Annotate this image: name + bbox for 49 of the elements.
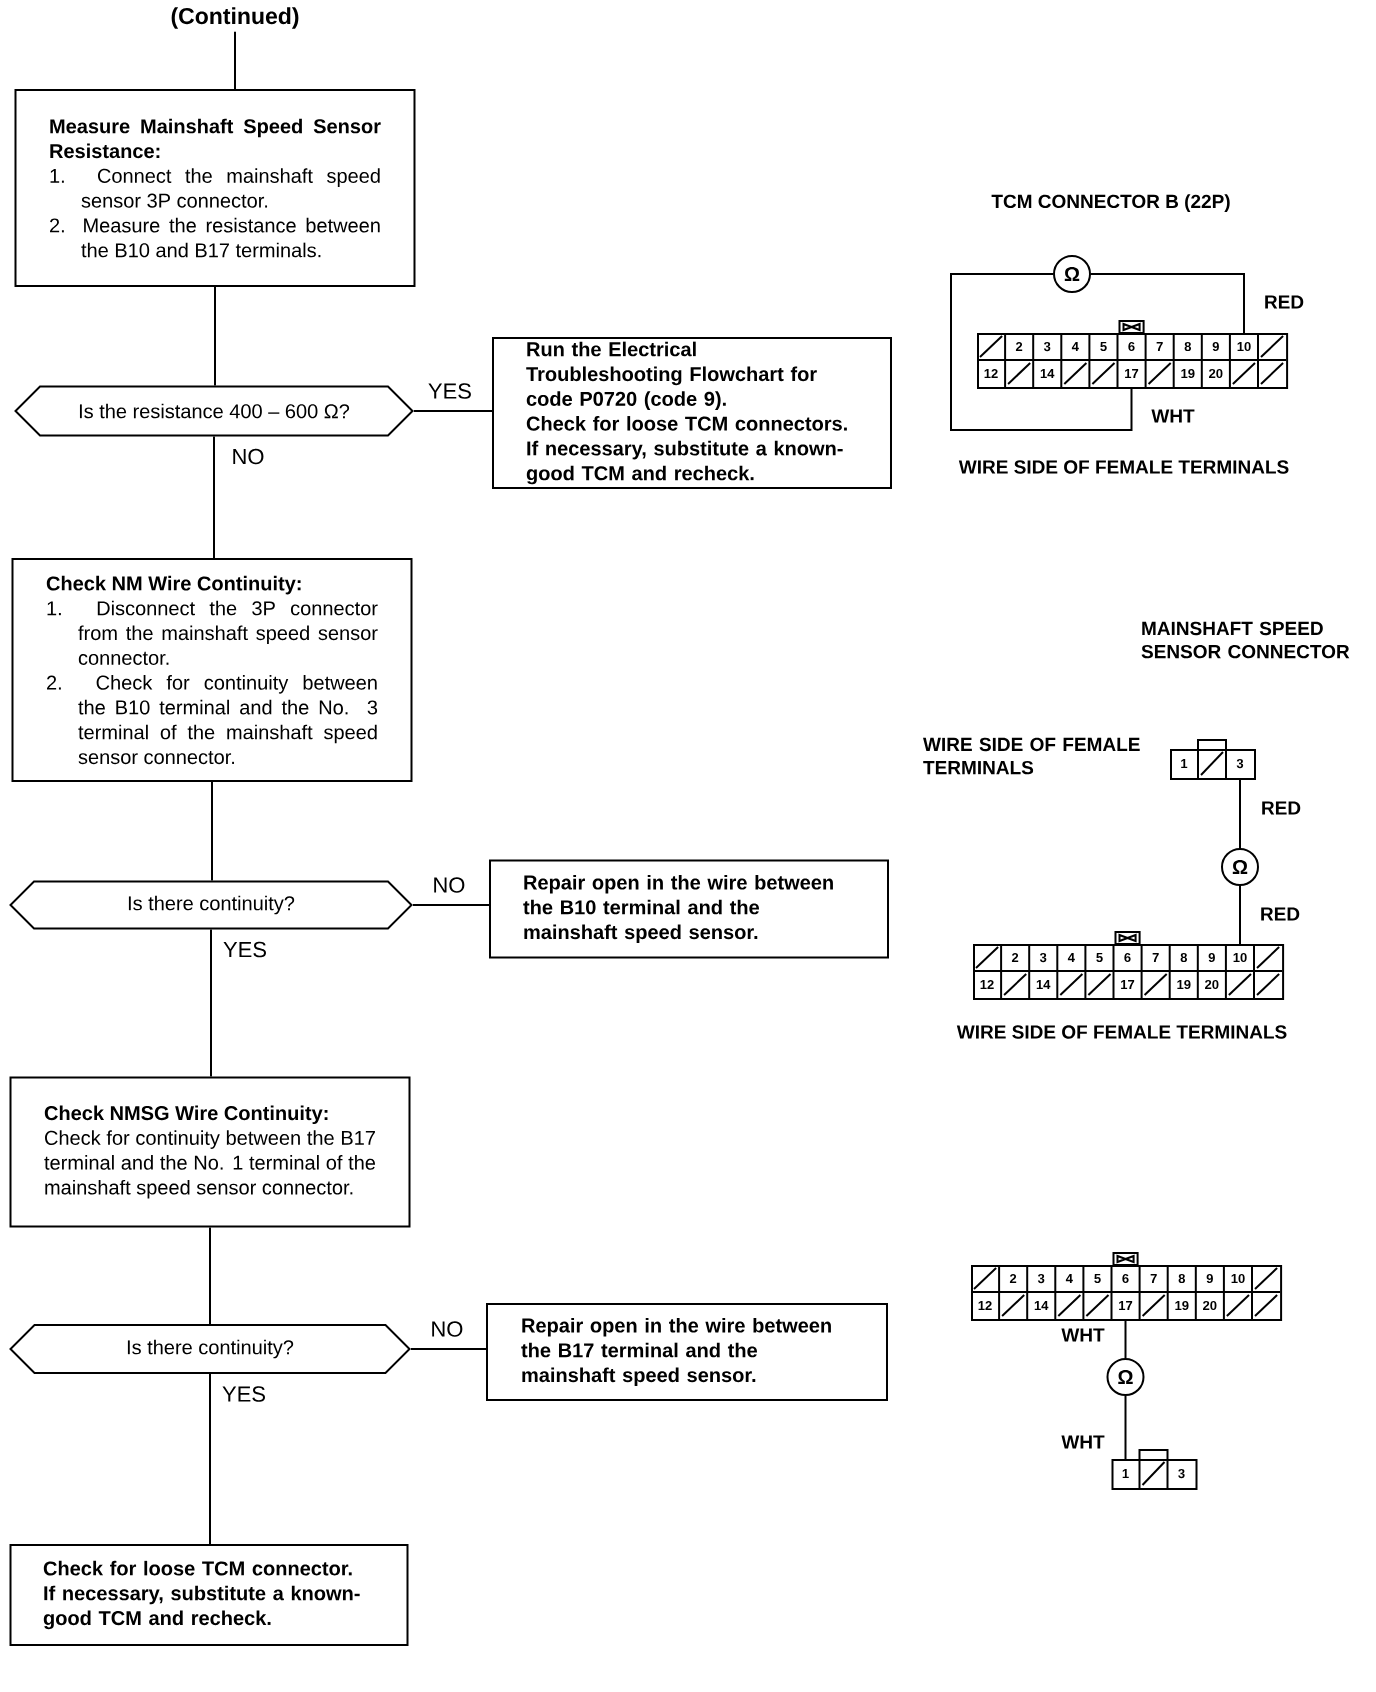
connector-line (209, 1226, 211, 1325)
edge-label: NO (428, 1319, 466, 1339)
connector-line (209, 1373, 211, 1545)
decision-hexagon: Is there continuity? (9, 1324, 411, 1374)
wire-color-label: WHT (1061, 1435, 1105, 1449)
process-box: Check NM Wire Continuity: 1. Disconnect the 3P connector from the mainshaft speed sensor connector. 2. Check for continuity between the B10 terminal and the No. 3 terminal of the mainshaft speed sensor connector. (11, 558, 413, 782)
wire-color-label: WHT (1061, 1328, 1105, 1342)
wire-color-label: RED (1261, 907, 1300, 921)
connector-line (214, 286, 216, 387)
wire (1090, 273, 1245, 334)
connector-title: MAINSHAFT SPEED SENSOR CONNECTOR (1141, 621, 1350, 659)
wire (950, 273, 1133, 431)
connector-line (412, 410, 493, 412)
connector-drawing: 2 3 4 5 6 7 8 9 10 12 14 17 19 20 (976, 320, 1289, 389)
connector-drawing: 1 3 (1111, 1449, 1198, 1490)
process-box: Repair open in the wire between the B17 terminal and the mainshaft speed sensor. (486, 1303, 888, 1401)
decision-hexagon: Is there continuity? (9, 880, 413, 930)
view-caption: WIRE SIDE OF FEMALE TERMINALS (958, 460, 1289, 474)
wire (1239, 779, 1241, 849)
view-caption: WIRE SIDE OF FEMALE TERMINALS (923, 737, 1140, 775)
connector-drawing: 1 3 (1170, 739, 1256, 780)
connector-title: TCM CONNECTOR B (22P) (991, 194, 1230, 212)
edge-label: YES (220, 1384, 268, 1404)
edge-label: NO (229, 446, 267, 467)
wire (1124, 1395, 1127, 1460)
wire (1239, 885, 1241, 945)
connector-drawing: 2 3 4 5 6 7 8 9 10 12 14 17 19 20 (970, 1252, 1283, 1321)
process-box: Run the Electrical Troubleshooting Flowchart for code P0720 (code 9). Check for loose TCM connectors. If necessary, substitute a known-good TCM and recheck. (492, 337, 892, 489)
continuation-text: (Continued) (171, 7, 299, 29)
wire-color-label: WHT (1151, 409, 1195, 423)
view-caption: WIRE SIDE OF FEMALE TERMINALS (956, 1025, 1287, 1039)
wire-color-label: RED (1265, 295, 1304, 309)
connector-line (409, 1348, 487, 1350)
connector-line (411, 904, 490, 906)
process-box: Check NMSG Wire Continuity: Check for continuity between the B17 terminal and the No. 1 terminal of the mainshaft speed sensor connector. (9, 1076, 411, 1228)
connector-drawing: 2 3 4 5 6 7 8 9 10 12 14 17 19 20 (972, 931, 1285, 1000)
wire-color-label: RED (1262, 801, 1301, 815)
connector-line (210, 928, 212, 1078)
connector-line (211, 781, 213, 882)
connector-line (213, 435, 215, 559)
decision-hexagon: Is the resistance 400 – 600 Ω? (14, 385, 414, 437)
process-box: Repair open in the wire between the B10 terminal and the mainshaft speed sensor. (489, 859, 889, 959)
connector-line (234, 30, 236, 90)
edge-label: NO (430, 875, 468, 895)
process-box: Measure Mainshaft Speed Sensor Resistance: 1. Connect the mainshaft speed sensor 3P connector. 2. Measure the resistance between the B10 and B17 terminals. (14, 89, 416, 287)
process-box: Check for loose TCM connector. If necessary, substitute a known-good TCM and recheck. (9, 1544, 409, 1646)
edge-label: YES (221, 939, 269, 960)
edge-label: YES (425, 381, 474, 401)
wire (1124, 1320, 1127, 1359)
